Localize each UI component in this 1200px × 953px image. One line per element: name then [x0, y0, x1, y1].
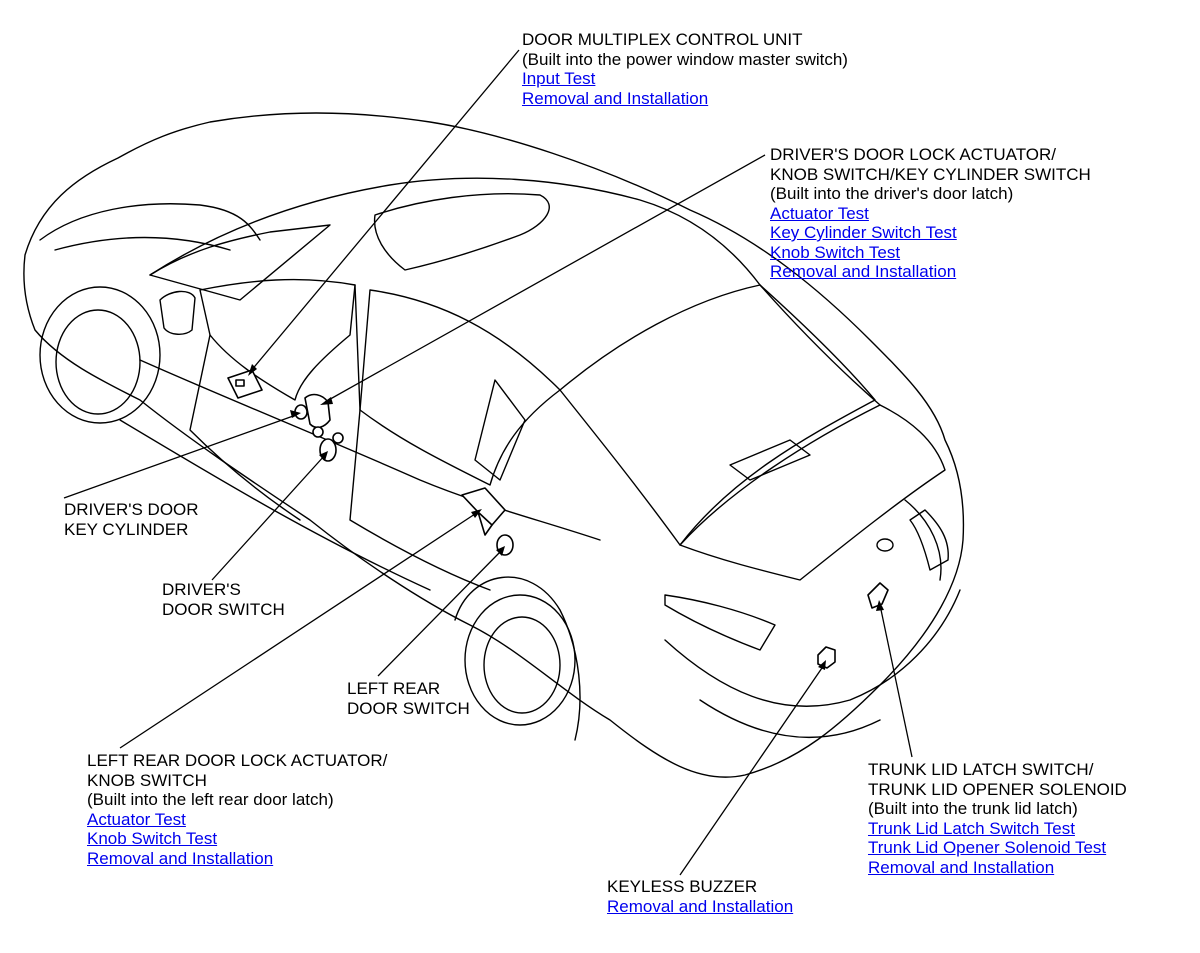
- front-wheel-arch: [39, 286, 161, 424]
- callout-door-mpcu-note: (Built into the power window master swit…: [522, 49, 848, 69]
- link-rear-actuator-test[interactable]: Actuator Test: [87, 809, 186, 829]
- arrow-driver-door-switch: [319, 451, 328, 461]
- rear-quarter-glass: [474, 379, 526, 481]
- callout-left-rear-lock: LEFT REAR DOOR LOCK ACTUATOR/ KNOB SWITC…: [87, 751, 387, 868]
- link-driver-actuator-test[interactable]: Actuator Test: [770, 203, 869, 223]
- rear-window-vent: [729, 439, 811, 481]
- rear-bumper: [664, 589, 961, 707]
- callout-left-rear-switch-line-2: DOOR SWITCH: [347, 698, 470, 718]
- callout-driver-lock: DRIVER'S DOOR LOCK ACTUATOR/ KNOB SWITCH…: [770, 145, 1091, 282]
- front-wheel: [55, 309, 141, 415]
- link-driver-lock-removal[interactable]: Removal and Installation: [770, 262, 957, 281]
- sedan-illustration: [23, 112, 965, 778]
- arrow-left-rear-switch: [496, 546, 505, 556]
- rear-wheel-arch: [454, 576, 581, 741]
- link-trunk-solenoid-test[interactable]: Trunk Lid Opener Solenoid Test: [868, 838, 1107, 857]
- leader-door-mpcu: [249, 49, 520, 373]
- leader-left-rear-switch: [377, 549, 503, 677]
- rear-wheel: [464, 594, 576, 726]
- roof-rear-edge: [759, 284, 881, 406]
- trunk-lip: [904, 499, 942, 581]
- callout-driver-door-switch: DRIVER'S DOOR SWITCH: [162, 580, 285, 619]
- sunroof: [373, 193, 550, 271]
- leader-driver-door-switch: [211, 454, 326, 581]
- car-outline: [23, 112, 965, 778]
- arrow-door-mpcu: [248, 364, 257, 376]
- arrow-left-rear-lock: [471, 509, 482, 518]
- link-trunk-latch-switch-test[interactable]: Trunk Lid Latch Switch Test: [868, 818, 1075, 838]
- callout-keyless-buzzer: KEYLESS BUZZER Removal and Installation: [607, 877, 793, 916]
- callout-driver-door-switch-line-1: DRIVER'S: [162, 580, 241, 599]
- rear-side-window: [359, 289, 561, 486]
- callout-trunk-latch-title-2: TRUNK LID OPENER SOLENOID: [868, 779, 1127, 799]
- side-mirror: [159, 290, 196, 335]
- callout-left-rear-switch-line-1: LEFT REAR: [347, 679, 441, 698]
- arrow-driver-lock: [320, 397, 333, 405]
- callout-trunk-latch-title-1: TRUNK LID LATCH SWITCH/: [868, 760, 1094, 779]
- hood-line: [39, 203, 261, 241]
- door-multiplex-unit-part: [227, 369, 263, 399]
- leader-key-cylinder: [63, 414, 297, 499]
- rear-bumper-lower: [699, 699, 881, 739]
- keyless-buzzer-part: [817, 646, 836, 669]
- rear-door-line: [349, 409, 491, 591]
- link-input-test[interactable]: Input Test: [522, 69, 596, 88]
- callout-keyless-buzzer-title: KEYLESS BUZZER: [607, 877, 758, 896]
- front-door-line: [189, 334, 301, 521]
- link-mpcu-removal[interactable]: Removal and Installation: [522, 88, 709, 108]
- callout-key-cylinder-line-1: DRIVER'S DOOR: [64, 500, 199, 519]
- link-rear-lock-removal[interactable]: Removal and Installation: [87, 848, 274, 868]
- driver-door-latch-part: [294, 393, 331, 438]
- callout-left-rear-lock-title-1: LEFT REAR DOOR LOCK ACTUATOR/: [87, 751, 388, 770]
- rear-door-latch-part: [461, 487, 506, 536]
- leader-driver-lock: [324, 154, 766, 403]
- rear-window: [559, 284, 876, 546]
- link-key-cylinder-switch-test[interactable]: Key Cylinder Switch Test: [770, 223, 957, 242]
- link-driver-knob-switch-test[interactable]: Knob Switch Test: [770, 242, 901, 262]
- roof-line: [149, 177, 761, 286]
- callout-left-rear-switch: LEFT REAR DOOR SWITCH: [347, 679, 470, 718]
- link-buzzer-removal[interactable]: Removal and Installation: [607, 896, 794, 916]
- rear-wheel-inner: [483, 616, 561, 714]
- leader-trunk-latch: [879, 604, 913, 758]
- link-trunk-removal[interactable]: Removal and Installation: [868, 857, 1055, 877]
- right-taillight: [909, 509, 949, 571]
- leader-keyless-buzzer: [679, 664, 825, 876]
- callout-key-cylinder-line-2: KEY CYLINDER: [64, 519, 189, 539]
- rocker-line: [119, 419, 431, 591]
- arrow-keyless-buzzer: [818, 660, 826, 670]
- trunk-latch-part: [867, 582, 889, 609]
- callout-left-rear-lock-title-2: KNOB SWITCH: [87, 770, 207, 790]
- trunk-lid: [679, 404, 946, 581]
- left-taillight: [664, 594, 776, 651]
- callout-driver-lock-title-1: DRIVER'S DOOR LOCK ACTUATOR/: [770, 145, 1056, 164]
- leader-lines: [63, 49, 913, 876]
- hood-crease: [54, 236, 231, 251]
- callout-door-mpcu: DOOR MULTIPLEX CONTROL UNIT (Built into …: [522, 30, 848, 108]
- callout-key-cylinder: DRIVER'S DOOR KEY CYLINDER: [64, 500, 199, 539]
- front-side-window: [199, 278, 356, 401]
- windshield: [149, 224, 331, 301]
- callout-trunk-latch-note: (Built into the trunk lid latch): [868, 799, 1078, 818]
- callout-driver-lock-title-2: KNOB SWITCH/KEY CYLINDER SWITCH: [770, 164, 1091, 184]
- link-rear-knob-switch-test[interactable]: Knob Switch Test: [87, 829, 218, 848]
- callout-door-mpcu-title: DOOR MULTIPLEX CONTROL UNIT: [522, 30, 803, 49]
- side-character-line: [139, 359, 601, 541]
- b-pillar: [354, 284, 361, 411]
- callout-driver-door-switch-line-2: DOOR SWITCH: [162, 599, 285, 619]
- callout-trunk-latch: TRUNK LID LATCH SWITCH/ TRUNK LID OPENER…: [868, 760, 1127, 877]
- fuel-door: [876, 538, 894, 552]
- arrow-trunk-latch: [876, 600, 884, 611]
- arrow-key-cylinder: [290, 410, 301, 418]
- callout-left-rear-lock-note: (Built into the left rear door latch): [87, 790, 334, 809]
- callout-driver-lock-note: (Built into the driver's door latch): [770, 184, 1014, 203]
- leader-left-rear-lock: [119, 511, 479, 749]
